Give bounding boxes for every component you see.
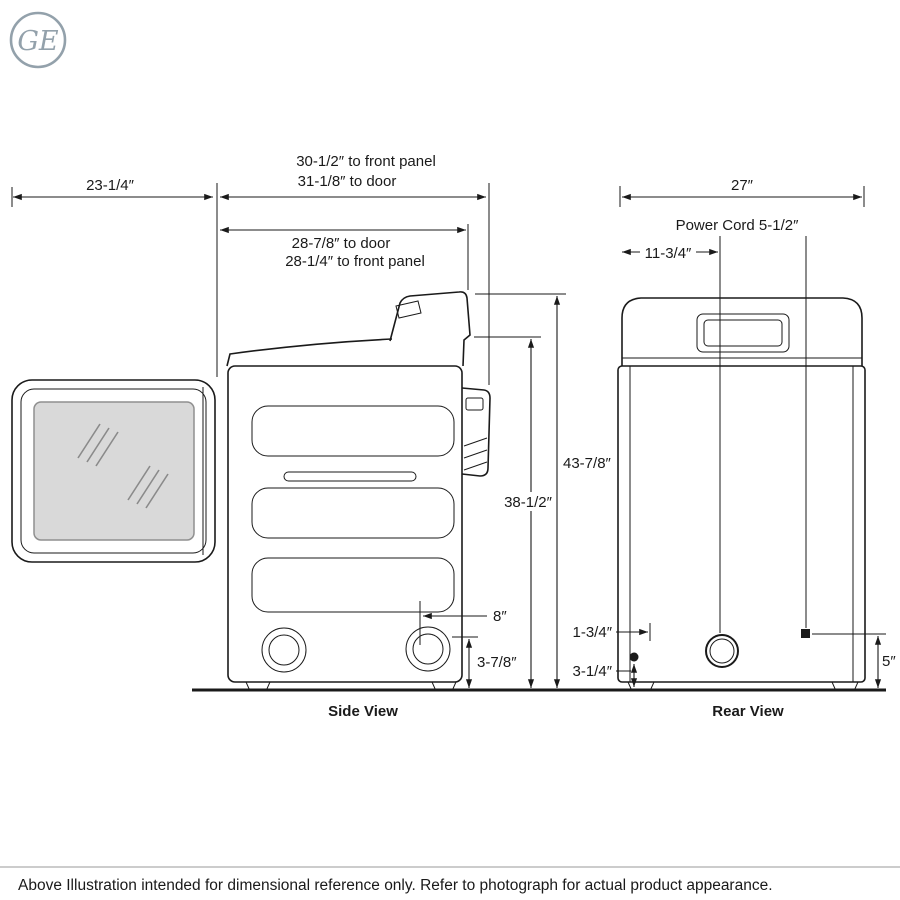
dim-upper-front-panel-label: 28-1/4″ to front panel bbox=[285, 253, 425, 270]
rear-view-label: Rear View bbox=[712, 703, 784, 720]
side-panel-recess-1 bbox=[251, 405, 455, 457]
dim-exhaust-offset-label: 8″ bbox=[493, 608, 507, 625]
side-view-dimensions: 23-1/4″ 30-1/2″ to front panel 31-1/8″ t… bbox=[11, 153, 612, 688]
side-cabinet-body bbox=[227, 365, 463, 683]
dim-depth-door-label: 31-1/8″ to door bbox=[298, 173, 397, 190]
side-panel-recess-2 bbox=[251, 487, 455, 539]
side-bottom-circle-left bbox=[261, 627, 307, 673]
console-knob bbox=[395, 300, 422, 319]
leg-marker-dot bbox=[629, 652, 639, 662]
dim-exhaust-height-label: 3-7/8″ bbox=[477, 654, 517, 671]
dim-right-height-label: 5″ bbox=[882, 653, 896, 670]
rear-view-drawing bbox=[617, 297, 866, 692]
footer-note: Above Illustration intended for dimensio… bbox=[18, 877, 773, 894]
dim-depth-door-open-label: 23-1/4″ bbox=[86, 177, 135, 194]
door-inner-frame bbox=[20, 388, 207, 554]
side-top-lid bbox=[226, 338, 393, 367]
dim-height-top-label: 38-1/2″ bbox=[504, 494, 553, 511]
power-cord-label: Power Cord 5-1/2″ bbox=[676, 217, 800, 234]
vent-detail bbox=[465, 397, 484, 411]
rear-cabinet-body bbox=[617, 365, 866, 683]
power-cord-grommet bbox=[705, 634, 739, 668]
ge-logo: GE bbox=[9, 11, 67, 69]
glass-shine-marks bbox=[77, 423, 169, 509]
dim-upper-door-label: 28-7/8″ to door bbox=[292, 235, 391, 252]
dim-leg-height-label: 3-1/4″ bbox=[573, 663, 613, 680]
ge-logo-circle bbox=[9, 11, 67, 69]
rear-top-cap bbox=[621, 297, 863, 366]
side-panel-recess-3 bbox=[251, 557, 455, 613]
open-door-drawing bbox=[11, 379, 216, 563]
dim-width-label: 27″ bbox=[731, 177, 754, 194]
side-panel-slot bbox=[283, 471, 417, 482]
cord-anchor-square bbox=[801, 629, 810, 638]
rear-handle-recess bbox=[696, 313, 790, 353]
side-bottom-circle-right bbox=[405, 626, 451, 672]
door-glass bbox=[33, 401, 195, 541]
door-outer bbox=[11, 379, 216, 563]
side-console bbox=[389, 291, 471, 367]
dim-depth-front-panel-label: 30-1/2″ to front panel bbox=[296, 153, 436, 170]
dim-power-cord-offset-label: 11-3/4″ bbox=[645, 245, 692, 262]
side-view-drawing bbox=[226, 291, 491, 692]
dim-height-overall-label: 43-7/8″ bbox=[563, 455, 612, 472]
rear-vent-bump bbox=[461, 387, 491, 477]
dim-leg-inset-label: 1-3/4″ bbox=[573, 624, 613, 641]
rear-view-dimensions: 27″ Power Cord 5-1/2″ 11-3/4″ 1-3/4″ 3-1… bbox=[573, 177, 896, 688]
side-view-label: Side View bbox=[328, 703, 398, 720]
ge-logo-text: GE bbox=[17, 26, 59, 57]
